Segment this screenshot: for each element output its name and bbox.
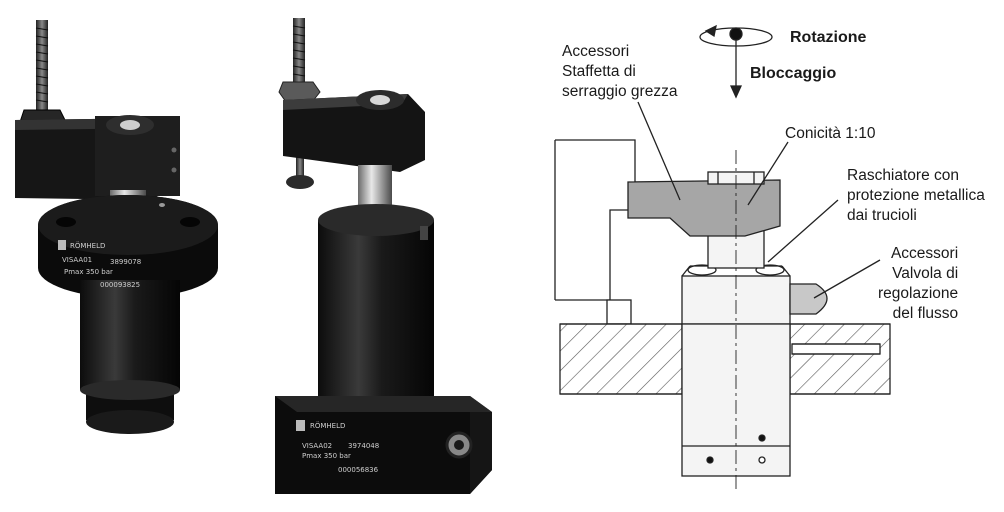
product-2-code: 000056836 <box>338 466 379 474</box>
product-2-brand: RÖMHELD <box>310 421 345 430</box>
product-2-serial: 3974048 <box>348 442 379 450</box>
product-1-serial: 3899078 <box>110 258 141 266</box>
callout-wiper: Raschiatore con protezione metallica dai… <box>847 167 985 224</box>
callout-flow-valve: Accessori Valvola di regolazione del flu… <box>878 245 959 322</box>
product-1-pressure: Pmax 350 bar <box>64 268 113 276</box>
product-1-brand: RÖMHELD <box>70 241 105 250</box>
product-1-code: 000093825 <box>100 281 140 289</box>
product-2-model: VISAA02 <box>302 442 332 450</box>
technical-drawing <box>554 24 891 490</box>
rotation-label: Rotazione <box>790 29 867 46</box>
product-photo-flange-clamp: RÖMHELD VISAA01 3899078 Pmax 350 bar 000… <box>15 20 218 434</box>
callout-clamp-arm: Accessori Staffetta di serraggio grezza <box>562 43 678 100</box>
product-2-pressure: Pmax 350 bar <box>302 452 351 460</box>
product-1-model: VISAA01 <box>62 256 92 264</box>
clamping-label: Bloccaggio <box>750 65 837 82</box>
product-photo-block-clamp: RÖMHELD VISAA02 3974048 Pmax 350 bar 000… <box>275 18 492 494</box>
callout-taper: Conicità 1:10 <box>785 125 876 142</box>
rotation-clamping-icon <box>699 24 773 99</box>
